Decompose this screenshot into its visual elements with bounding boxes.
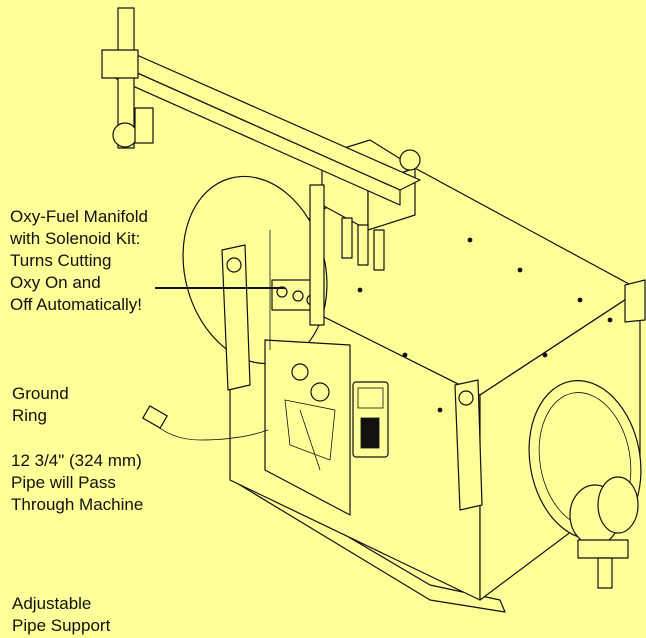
- torch-arm-icon: [101, 7, 421, 206]
- control-panel: [264, 339, 351, 516]
- manifold-label: Oxy-Fuel Manifold with Solenoid Kit: Tur…: [10, 207, 148, 314]
- wheel-icon: [528, 380, 642, 589]
- ground-ring-label: Ground Ring: [12, 384, 69, 425]
- control-pendant-icon: [352, 381, 389, 458]
- right-bracket: [454, 379, 483, 511]
- pipe-pass-label: 12 3/4" (324 mm) Pipe will Pass Through …: [11, 451, 144, 514]
- power-plug-icon: [142, 405, 269, 441]
- pipe-support-label: Adjustable Pipe Support: [12, 594, 111, 635]
- left-bracket: [221, 244, 251, 391]
